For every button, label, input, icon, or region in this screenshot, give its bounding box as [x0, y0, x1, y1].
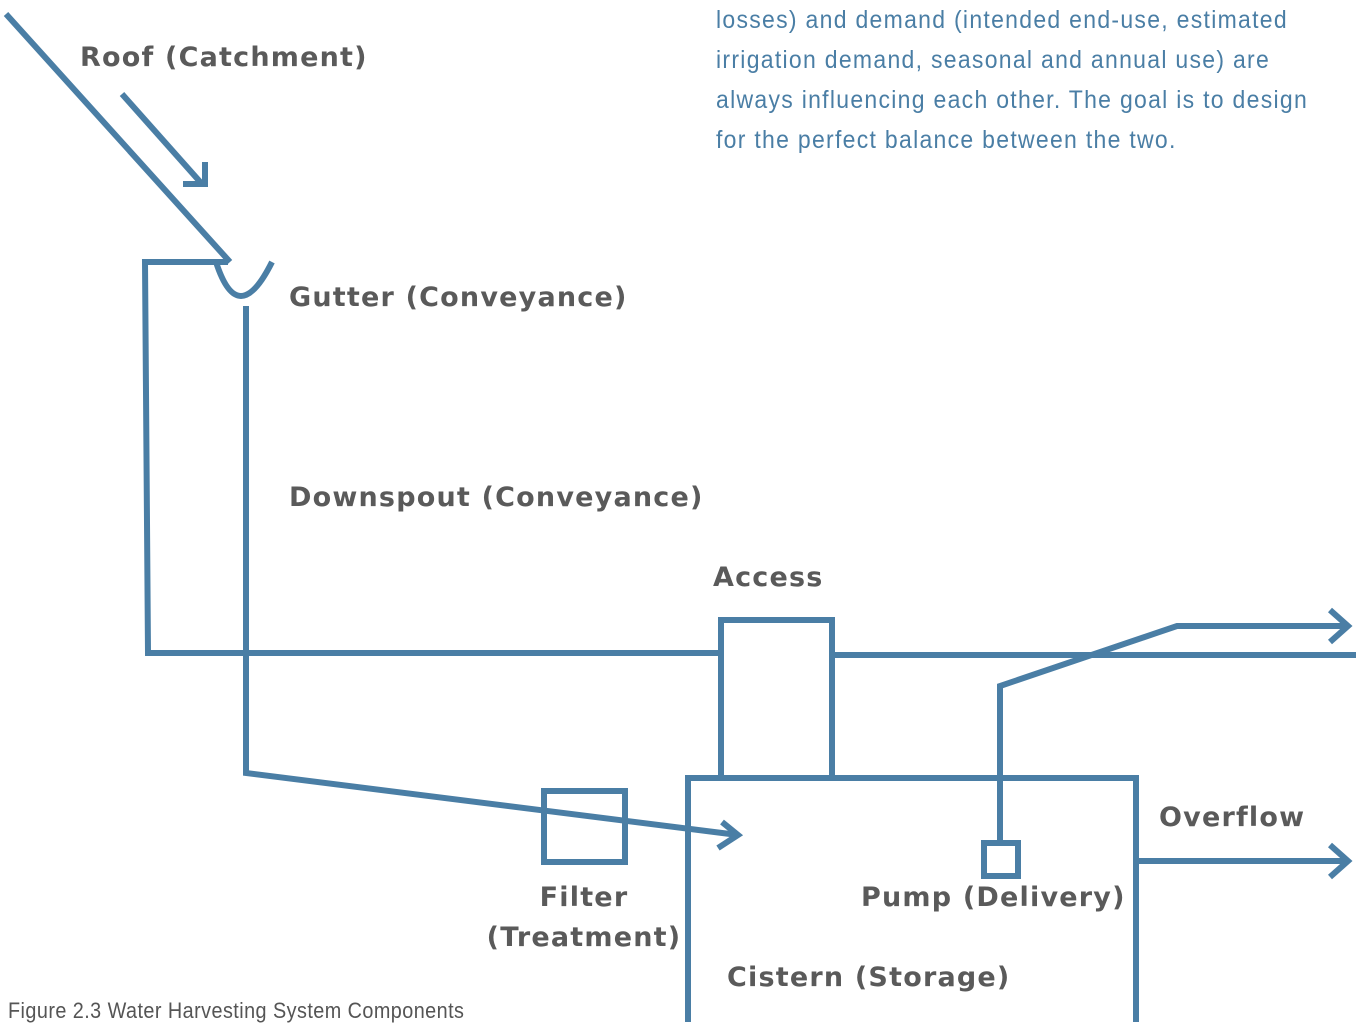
intro-line: losses) and demand (intended end-use, es…: [716, 6, 1288, 34]
pump-label: Pump (Delivery): [861, 882, 1126, 913]
roof-line: [3, 11, 233, 265]
cistern-label: Cistern (Storage): [727, 962, 1011, 993]
downspout-pipe: [243, 306, 739, 838]
intro-paragraph: losses) and demand (intended end-use, es…: [716, 0, 1356, 160]
downspout-label: Downspout (Conveyance): [289, 482, 704, 513]
filter-label: Filter: [539, 882, 629, 913]
intro-line: for the perfect balance between the two.: [716, 126, 1177, 154]
overflow-arrowhead: [1328, 842, 1353, 880]
delivery-arrowhead: [1328, 607, 1353, 645]
house-outline: [141, 259, 722, 656]
pump-box: [981, 840, 1021, 879]
cistern-tank: [685, 775, 1139, 1022]
access-riser: [718, 617, 835, 778]
gutter-label: Gutter (Conveyance): [289, 282, 628, 313]
access-label: Access: [713, 562, 824, 593]
filter-sub-label: (Treatment): [486, 922, 682, 953]
delivery-pipe: [997, 623, 1346, 843]
figure-caption: Figure 2.3 Water Harvesting System Compo…: [8, 998, 465, 1023]
downspout-arrowhead: [716, 819, 744, 851]
intro-line: always influencing each other. The goal …: [716, 86, 1309, 114]
rain-arrow: [119, 92, 205, 186]
overflow-label: Overflow: [1159, 802, 1306, 833]
rain-arrowhead: [183, 162, 208, 187]
roof-label: Roof (Catchment): [80, 42, 368, 73]
filter-box: [541, 788, 628, 865]
intro-line: irrigation demand, seasonal and annual u…: [716, 46, 1271, 74]
gutter-icon: [213, 260, 275, 299]
